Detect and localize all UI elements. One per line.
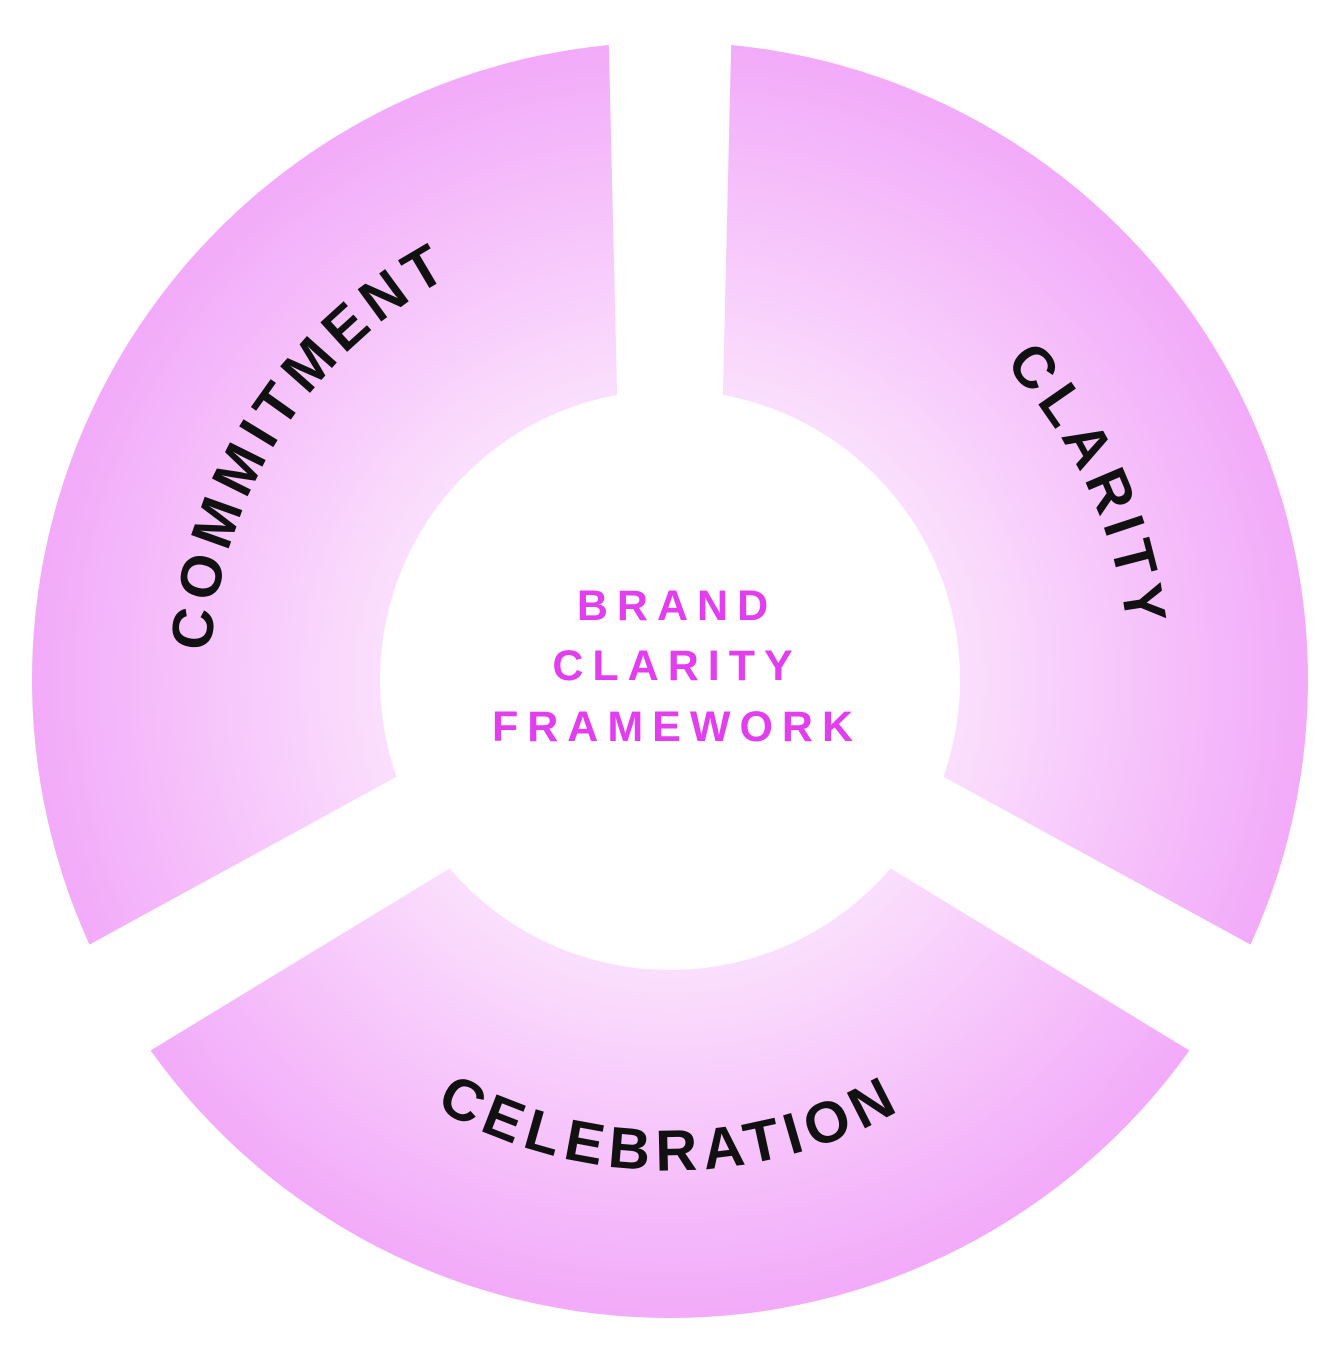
center-title: BRAND CLARITY FRAMEWORK bbox=[492, 582, 862, 751]
segment-clarity[interactable] bbox=[722, 44, 1309, 945]
segment-celebration[interactable] bbox=[150, 868, 1190, 1319]
center-title-line-1: BRAND bbox=[577, 582, 777, 630]
ring bbox=[31, 44, 1309, 1319]
center-title-line-3: FRAMEWORK bbox=[492, 703, 862, 751]
segment-commitment[interactable] bbox=[31, 44, 618, 945]
center-title-line-2: CLARITY bbox=[552, 642, 801, 690]
